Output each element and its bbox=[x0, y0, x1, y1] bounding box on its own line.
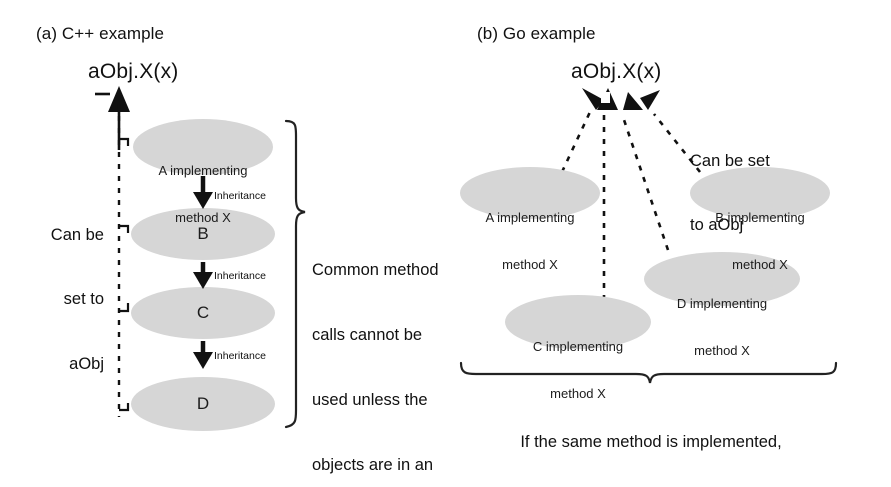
panel-a-brace-note-line-2: calls cannot be bbox=[312, 325, 423, 344]
node-c-label: C bbox=[196, 303, 210, 322]
panel-b-side-note-line-1: Can be set bbox=[690, 151, 770, 170]
inheritance-label-2: Inheritance bbox=[214, 270, 266, 282]
panel-a-brace-note-line-1: Common method bbox=[312, 260, 439, 279]
panel-a-side-note-line-3: aObj bbox=[69, 354, 104, 373]
connector-d bbox=[620, 113, 670, 251]
inheritance-label-1: Inheritance bbox=[214, 190, 266, 202]
panel-b-call-label: aObj.X(x) bbox=[571, 60, 662, 83]
node-b-a-label-line-1: A implementing bbox=[485, 209, 575, 225]
node-b-b-label-line-2: method X bbox=[732, 257, 788, 273]
connector-a bbox=[560, 111, 592, 173]
panel-a-side-note: Can be set to aObj bbox=[0, 182, 104, 418]
panel-a-brace-note-line-4: objects are in an bbox=[312, 456, 434, 475]
node-b-d-label-line-1: D implementing bbox=[676, 295, 768, 311]
panel-a-brace-note: Common method calls cannot be used unles… bbox=[312, 216, 472, 487]
panel-b-side-note-line-2: to aObj bbox=[690, 216, 744, 235]
node-a-label-line-1: A implementing bbox=[158, 162, 248, 178]
node-b-c-label-line-1: C implementing bbox=[532, 338, 624, 354]
node-a-label: A implementing method X bbox=[133, 131, 273, 258]
node-b-d-label: D implementing method X bbox=[650, 264, 794, 391]
panel-b-bottom-note-line-1: If the same method is implemented, bbox=[520, 432, 782, 451]
node-d-label: D bbox=[196, 394, 210, 413]
inheritance-label-3: Inheritance bbox=[214, 350, 266, 362]
node-b-a-label: A implementing method X bbox=[460, 178, 600, 305]
panel-a-side-note-line-1: Can be bbox=[50, 225, 104, 244]
panel-b-bottom-note: If the same method is implemented, it ca… bbox=[451, 388, 851, 487]
node-b-label: B bbox=[197, 224, 209, 243]
node-b-b-label-line-1: B implementing bbox=[715, 209, 805, 225]
panel-b-convergence-arrows bbox=[582, 88, 660, 110]
node-a-label-line-2: method X bbox=[175, 210, 231, 226]
panel-a-brace-note-line-3: used unless the bbox=[312, 391, 428, 410]
panel-b-title: (b) Go example bbox=[477, 24, 596, 43]
node-b-b-label: B implementing method X bbox=[690, 178, 830, 305]
panel-a-side-note-line-2: set to bbox=[63, 290, 104, 309]
panel-b-side-note: Can be set to aObj bbox=[690, 108, 840, 280]
node-b-c-label: C implementing method X bbox=[506, 307, 650, 434]
panel-a-call-arrow bbox=[95, 86, 130, 150]
node-b-d-label-line-2: method X bbox=[694, 343, 750, 359]
panel-a-call-label: aObj.X(x) bbox=[88, 60, 179, 83]
node-b-c-label-line-2: method X bbox=[550, 386, 606, 402]
node-b-a-label-line-2: method X bbox=[502, 257, 558, 273]
panel-a-curly-brace bbox=[284, 119, 306, 429]
panel-a-title: (a) C++ example bbox=[36, 24, 165, 43]
